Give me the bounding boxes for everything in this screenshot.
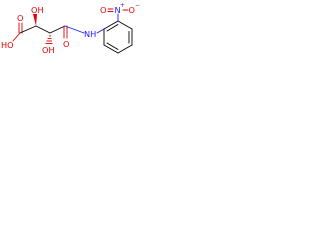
- bond-c3-c4: [49, 25, 66, 34]
- bond-c1-oh: [12, 32, 21, 42]
- label-ho-acid: HO: [1, 40, 14, 50]
- benzene-ring: [103, 20, 133, 54]
- label-o-nitro-1: O: [129, 5, 135, 15]
- bond-c4-nh: [64, 25, 85, 34]
- label-o-acid: O: [17, 13, 23, 23]
- label-nh: NH: [84, 29, 96, 39]
- label-n-charge: +: [120, 2, 125, 9]
- structure-diagram: HO O OH OH O NH N + O − O: [1, 2, 140, 55]
- wedge-c2-oh: [33, 14, 37, 26]
- label-o-amide: O: [63, 39, 69, 49]
- bond-c2-c3: [35, 25, 51, 34]
- label-o-nitro-1-charge: −: [135, 2, 140, 9]
- label-n-nitro: N: [115, 5, 121, 15]
- bond-c1-c2: [19, 25, 37, 34]
- label-oh-upper: OH: [31, 5, 44, 15]
- hash-c3-oh: [45, 35, 53, 44]
- label-oh-lower: OH: [42, 45, 55, 55]
- label-o-nitro-2: O: [100, 5, 106, 15]
- bond-nh-ring: [96, 28, 105, 34]
